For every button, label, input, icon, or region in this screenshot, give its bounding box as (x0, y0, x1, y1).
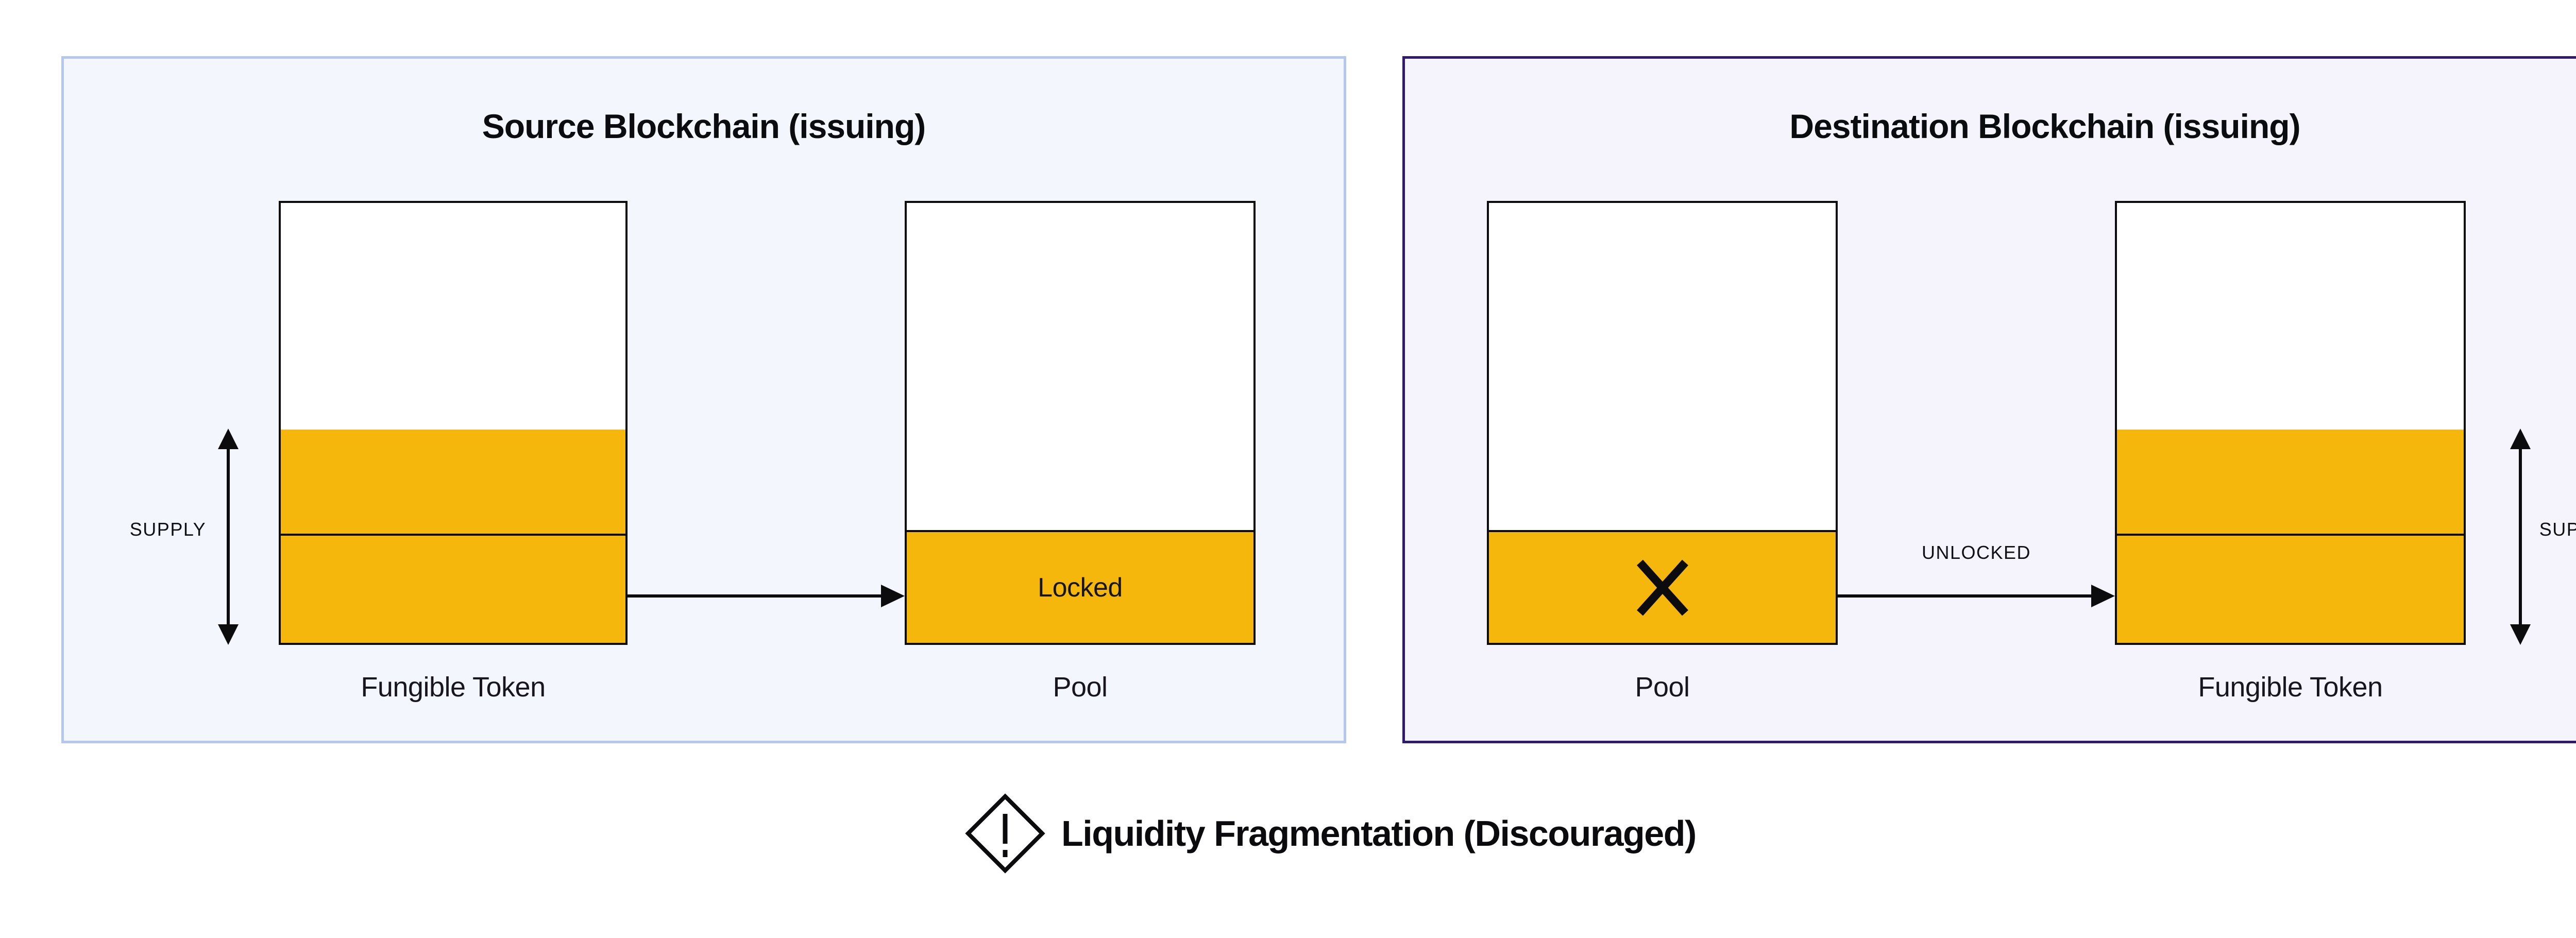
fungible-token-label-destination: Fungible Token (2198, 672, 2383, 703)
x-mark-icon (1636, 559, 1688, 616)
source-panel-title: Source Blockchain (issuing) (482, 107, 926, 145)
destination-panel-title: Destination Blockchain (issuing) (1789, 107, 2300, 145)
unlocked-label: UNLOCKED (1921, 542, 2031, 563)
warning-diamond-icon (965, 793, 1045, 874)
unlock-transfer-arrow (1838, 585, 2115, 607)
token-supply-lower-segment (2117, 536, 2464, 643)
pool-empty-segment (1489, 203, 1836, 530)
token-supply-lower-segment (281, 536, 625, 643)
token-supply-upper-segment (281, 430, 625, 536)
supply-label-source: SUPPLY (129, 519, 207, 540)
pool-box-destination (1487, 201, 1838, 645)
lock-transfer-arrow (628, 585, 905, 607)
supply-range-arrow-source (218, 429, 239, 645)
token-unissued-segment (281, 203, 625, 430)
pool-box-source: Locked (905, 201, 1256, 645)
token-unissued-segment (2117, 203, 2464, 430)
pool-empty-segment (907, 203, 1253, 530)
token-supply-upper-segment (2117, 430, 2464, 536)
pool-unlocked-segment (1489, 530, 1836, 643)
pool-label-source: Pool (1053, 672, 1108, 703)
locked-label: Locked (1038, 572, 1123, 603)
pool-locked-segment: Locked (907, 530, 1253, 643)
fungible-token-label-source: Fungible Token (361, 672, 546, 703)
supply-label-destination: SUPPLY (2539, 519, 2576, 540)
caption-text: Liquidity Fragmentation (Discouraged) (1061, 813, 1697, 854)
fungible-token-box-destination (2115, 201, 2466, 645)
pool-label-destination: Pool (1635, 672, 1690, 703)
supply-range-arrow-destination (2510, 429, 2531, 645)
fungible-token-box-source (279, 201, 628, 645)
